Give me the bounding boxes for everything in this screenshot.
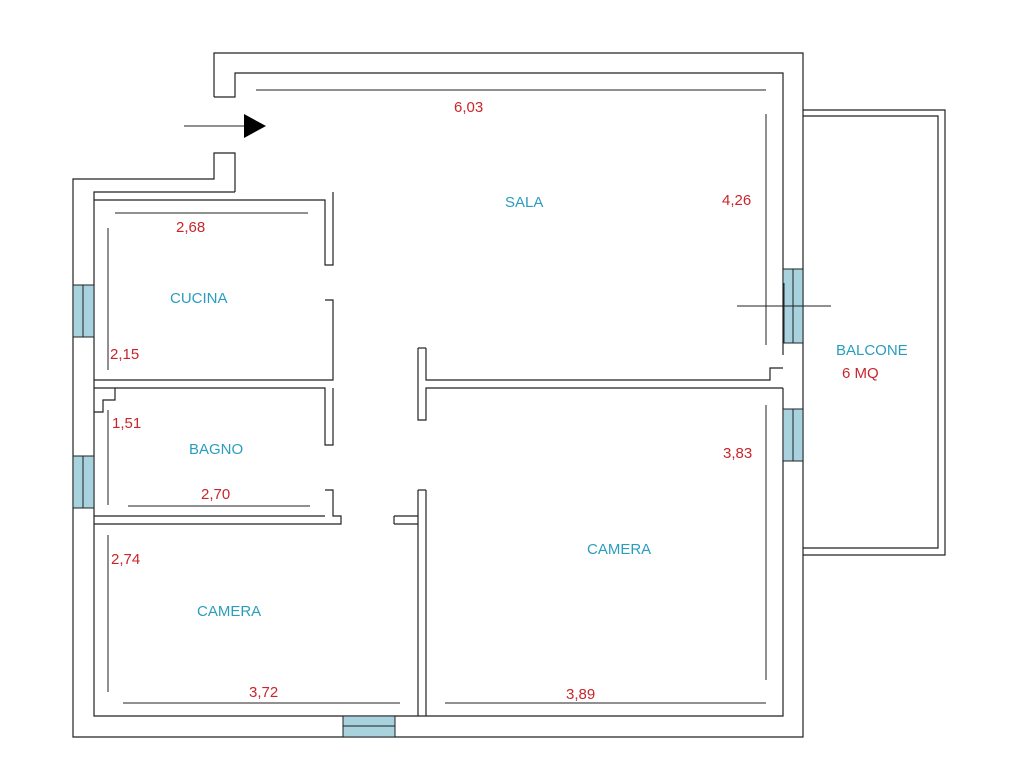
dim-cucina-width: 2,68 xyxy=(176,219,205,236)
room-label-camera-left: CAMERA xyxy=(197,603,261,620)
dim-camera-right-depth: 3,83 xyxy=(723,445,752,462)
room-label-sala: SALA xyxy=(505,194,543,211)
outer-walls xyxy=(72,52,804,738)
room-label-camera-right: CAMERA xyxy=(587,541,651,558)
dim-sala-width: 6,03 xyxy=(454,99,483,116)
dim-camera-left-depth: 2,74 xyxy=(111,551,140,568)
room-label-cucina: CUCINA xyxy=(170,290,228,307)
windows xyxy=(72,268,804,738)
dimension-lines xyxy=(107,89,767,704)
room-label-balcone: BALCONE xyxy=(836,342,908,359)
interior-walls xyxy=(94,192,783,716)
dim-camera-right-width: 3,89 xyxy=(566,686,595,703)
dim-bagno-depth: 1,51 xyxy=(112,415,141,432)
room-label-bagno: BAGNO xyxy=(189,441,243,458)
dim-cucina-depth: 2,15 xyxy=(110,346,139,363)
arrow-right-icon xyxy=(184,114,266,138)
balcone-area-label: 6 MQ xyxy=(842,365,879,382)
balcony-outline xyxy=(803,109,946,556)
crosshair-icon xyxy=(737,283,831,343)
dim-camera-left-width: 3,72 xyxy=(249,684,278,701)
dim-sala-depth: 4,26 xyxy=(722,192,751,209)
dim-bagno-width: 2,70 xyxy=(201,486,230,503)
